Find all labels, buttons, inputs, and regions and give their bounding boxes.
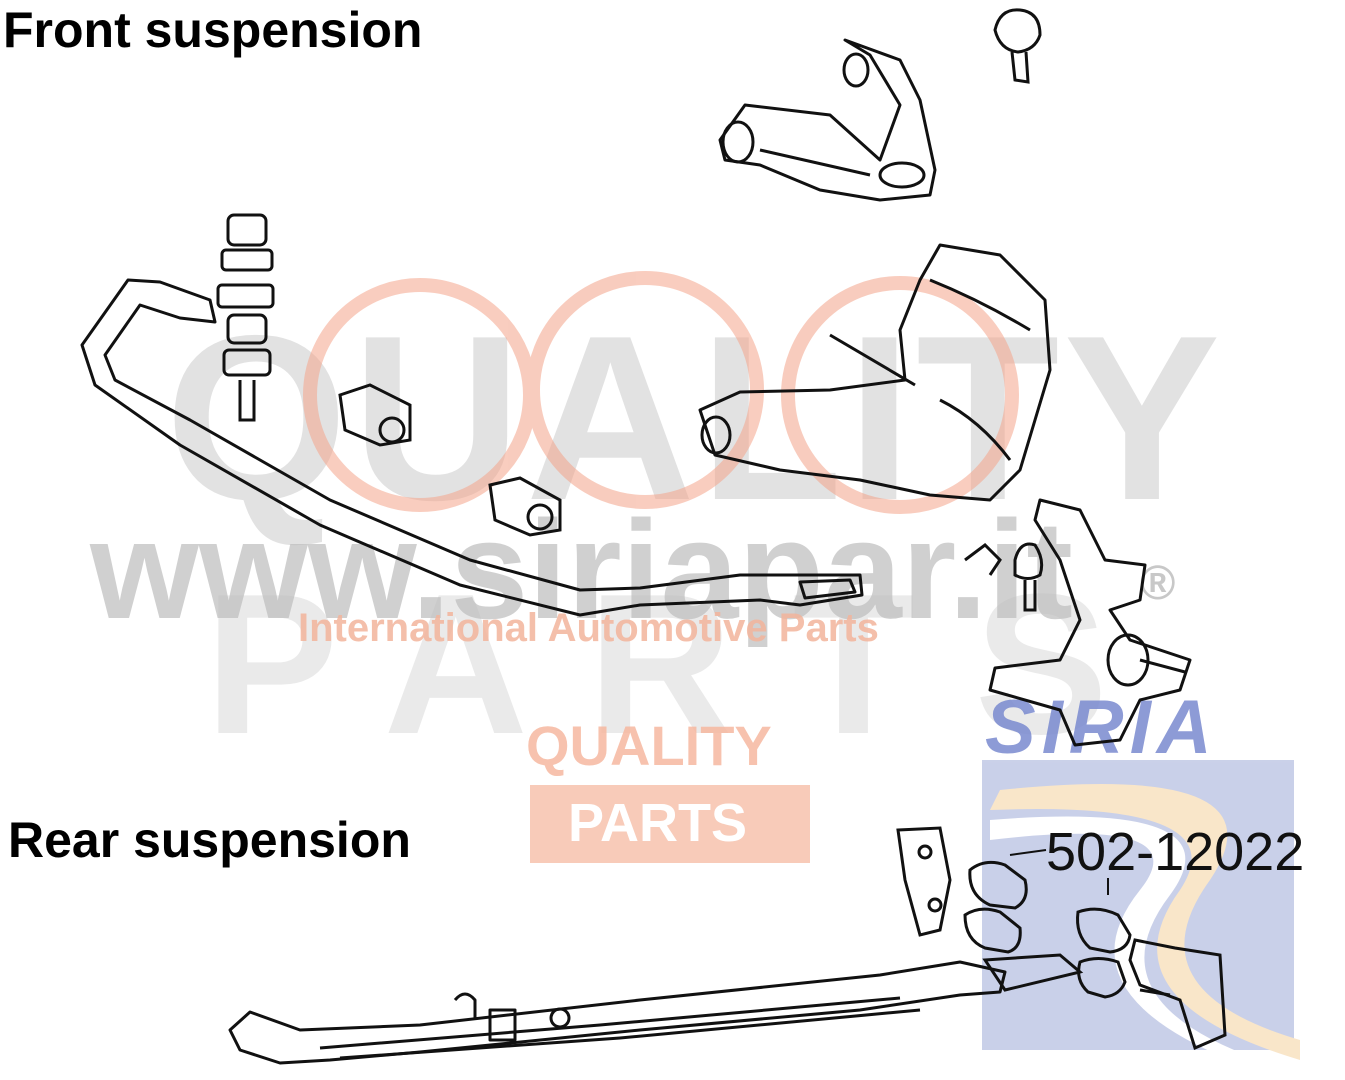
rear-suspension-heading: Rear suspension	[8, 812, 411, 868]
watermark-badge-quality: QUALITY	[526, 714, 772, 777]
part-number-label: 502-12022	[1046, 822, 1305, 882]
rear-spring-hanger	[896, 826, 952, 937]
watermark-circles	[303, 271, 1019, 514]
watermark-parts-text: PARTS	[205, 553, 1168, 776]
stabilizer-bar	[80, 278, 864, 617]
swoosh-blue-block	[982, 760, 1294, 1050]
lower-control-arm	[698, 243, 1052, 502]
part-number-leader-horizontal	[1009, 849, 1047, 856]
watermark-swoosh	[982, 760, 1300, 1060]
watermark-badge-box	[530, 785, 810, 863]
rear-leaf-spring	[228, 960, 1007, 1065]
swoosh-white-curve	[990, 816, 1260, 1060]
upper-control-arm	[718, 38, 937, 202]
rear-bushings	[963, 860, 1227, 1051]
steering-knuckle	[988, 498, 1192, 747]
stabilizer-bushings	[338, 383, 562, 537]
upper-ball-joint	[993, 8, 1042, 84]
watermark-circle-middle	[526, 271, 764, 509]
swoosh-gold-curve	[990, 784, 1300, 1060]
watermark-circle-right	[781, 276, 1019, 514]
sway-bar-end-link	[216, 213, 275, 422]
watermark-badge-parts: PARTS	[568, 793, 748, 853]
watermark-siria-logo: SIRIA	[985, 685, 1218, 770]
lower-ball-joint	[964, 542, 1044, 612]
front-suspension-heading: Front suspension	[3, 2, 423, 58]
